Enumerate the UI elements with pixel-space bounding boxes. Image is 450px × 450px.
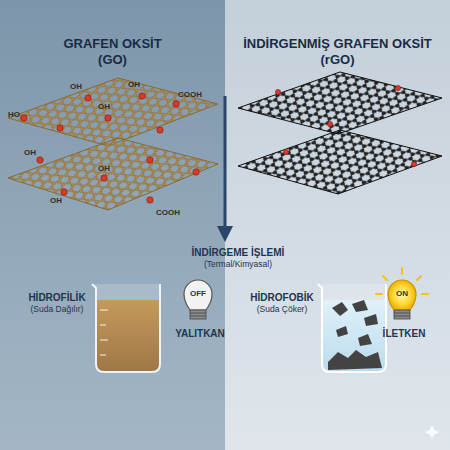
oxygen-atoms (275, 85, 416, 166)
functional-group: HO (8, 110, 20, 119)
material-panel: GRAFEN OKSİT (GO) (0, 0, 225, 450)
oxygen (101, 175, 107, 181)
oxygen (57, 125, 63, 131)
oxygen-atoms (21, 93, 199, 203)
reduction-arrow (217, 96, 233, 242)
oxygen (37, 157, 43, 163)
property-note: (Suda Çöker) (257, 305, 308, 315)
go-sheets (8, 78, 218, 210)
oxygen (139, 93, 145, 99)
functional-group: OH (98, 102, 110, 111)
oxygen (85, 95, 91, 101)
property-label: İLETKEN (383, 328, 426, 340)
sparkle-mark (424, 424, 440, 440)
oxygen (275, 89, 280, 94)
functional-group: COOH (156, 208, 180, 217)
go-sheet (8, 138, 218, 210)
oxygen (411, 161, 416, 166)
functional-group: OH (70, 82, 82, 91)
arrow-shaft (224, 96, 227, 228)
tick (100, 325, 106, 326)
bulb-base (394, 310, 410, 319)
bulb-thread (394, 316, 410, 317)
arrow-head (217, 226, 233, 242)
bulb-off (184, 280, 212, 319)
bulb-glass (388, 280, 416, 310)
bulb-on (376, 268, 428, 319)
rgo-sheet (238, 130, 442, 194)
property-label: HİDROFİLİK (28, 292, 85, 304)
tick (100, 355, 106, 356)
tick (100, 310, 108, 311)
ray (376, 293, 382, 295)
bulb-glass (184, 280, 212, 310)
property-label: HİDROFOBİK (250, 292, 313, 304)
oxygen (193, 169, 199, 175)
functional-group: OH (98, 164, 110, 173)
bulb-thread (190, 316, 206, 317)
functional-group: OH (128, 80, 140, 89)
ray (417, 276, 421, 280)
ray (401, 268, 403, 274)
beaker-ticks (100, 310, 108, 355)
beaker-go (92, 284, 160, 372)
go-sheet (8, 78, 218, 146)
oxygen (105, 115, 111, 121)
beaker-outline (318, 284, 386, 372)
rgo-sheets (238, 72, 442, 194)
functional-group: COOH (178, 90, 202, 99)
beaker-outline (92, 284, 160, 372)
oxygen (283, 149, 288, 154)
property-label: YALITKAN (175, 328, 225, 340)
bulb-thread (190, 313, 206, 314)
process-label: İNDİRGEME İŞLEMİ (192, 247, 285, 259)
oxygen (21, 115, 27, 121)
functional-group: OH (50, 196, 62, 205)
tick (100, 340, 108, 341)
functional-group: OH (24, 148, 36, 157)
oxygen (157, 127, 163, 133)
oxygen (147, 197, 153, 203)
bulb-state: OFF (190, 289, 206, 298)
process-note: (Termal/Kimyasal) (204, 260, 272, 270)
ray (422, 293, 428, 295)
oxygen (395, 85, 400, 90)
ray (383, 276, 387, 280)
rgo-sheet (238, 72, 442, 134)
property-note: (Suda Dağılır) (31, 305, 84, 315)
oxygen (327, 121, 332, 126)
material-panel: İNDİRGENMİŞ GRAFEN OKSİT (rGO) (225, 0, 450, 450)
beaker-rgo (318, 284, 386, 372)
panel-title: İNDİRGENMİŞ GRAFEN OKSİT (rGO) (229, 36, 446, 68)
oxygen (61, 189, 67, 195)
bulb-state: ON (396, 289, 408, 298)
oxygen (173, 101, 179, 107)
bulb-thread (394, 313, 410, 314)
panel-title: GRAFEN OKSİT (GO) (52, 36, 173, 68)
bulb-base (190, 310, 206, 319)
oxygen (147, 157, 153, 163)
